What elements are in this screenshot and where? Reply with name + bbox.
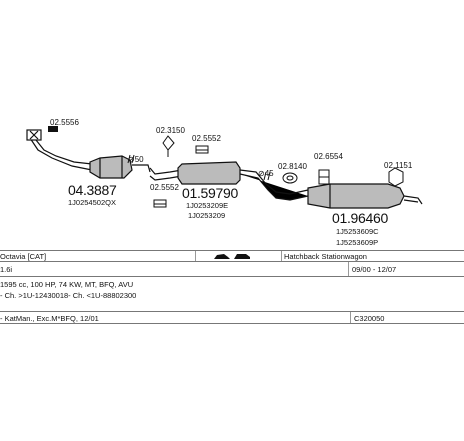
table-divider: [0, 261, 464, 262]
part-code-label: 01.96460: [332, 210, 388, 226]
diameter-label: ⊘50: [128, 155, 144, 164]
part-oem-label: 1J0253209E: [186, 201, 229, 210]
diameter-label: ⊘45: [258, 169, 274, 178]
part-oem-label: 1J5253609P: [336, 238, 379, 247]
chassis-refs-cell: - Ch. >1U-12430018- Ch. <1U-88802300: [0, 291, 137, 300]
table-col-divider: [350, 312, 351, 323]
rubber-mount-part-3: [153, 199, 167, 208]
table-divider: [0, 311, 464, 312]
table-divider: [0, 250, 464, 251]
diameter-mark-50: [127, 154, 135, 164]
flange-gasket-part: [48, 126, 58, 132]
rubber-mount-part: [162, 135, 175, 157]
engine-cell: 1.6i: [0, 265, 13, 274]
diameter-mark-45: [263, 171, 271, 181]
table-col-divider: [281, 251, 282, 261]
part-oem-label: 1J0254502QX: [68, 198, 116, 207]
part-code-label: 02.5556: [50, 118, 79, 127]
part-code-label: 01.59790: [182, 185, 238, 201]
part-code-label: 02.1151: [384, 161, 413, 170]
part-code-label: 02.3150: [156, 126, 185, 135]
part-oem-label: 1J5253609C: [336, 227, 379, 236]
part-oem-label: 1J0253209: [188, 211, 226, 220]
model-cell: Octavia [CAT]: [0, 252, 47, 261]
years-cell: 09/00 - 12/07: [352, 265, 397, 274]
table-col-divider: [348, 262, 349, 276]
part-code-label: 02.5552: [192, 134, 221, 143]
body-type-icon: [214, 254, 250, 259]
part-code-label: 02.5552: [150, 183, 179, 192]
table-col-divider: [195, 251, 196, 261]
part-code-label: 02.6554: [314, 152, 343, 161]
middle-silencer: [177, 161, 309, 201]
rubber-mount-part-2: [195, 145, 209, 154]
specs-cell: 1595 cc, 100 HP, 74 KW, MT, BFQ, AVU: [0, 280, 134, 289]
note-cell: - KatMan., Exc.M*BFQ, 12/01: [0, 314, 99, 323]
body-type-cell: Hatchback Stationwagon: [284, 252, 367, 261]
catalytic-converter: [89, 155, 151, 179]
part-code-label: 02.8140: [278, 162, 307, 171]
part-code-label: 04.3887: [68, 182, 117, 198]
hanger-part-2: [388, 167, 404, 187]
rear-silencer: [307, 183, 423, 209]
table-divider: [0, 276, 464, 277]
mid-pipe: [149, 167, 183, 181]
hanger-part: [318, 169, 330, 185]
clamp-part: [282, 172, 298, 184]
table-divider: [0, 323, 464, 324]
manifold-downpipe: [26, 129, 93, 171]
system-code-cell: C320050: [354, 314, 385, 323]
exhaust-system-drawing: [26, 126, 423, 209]
